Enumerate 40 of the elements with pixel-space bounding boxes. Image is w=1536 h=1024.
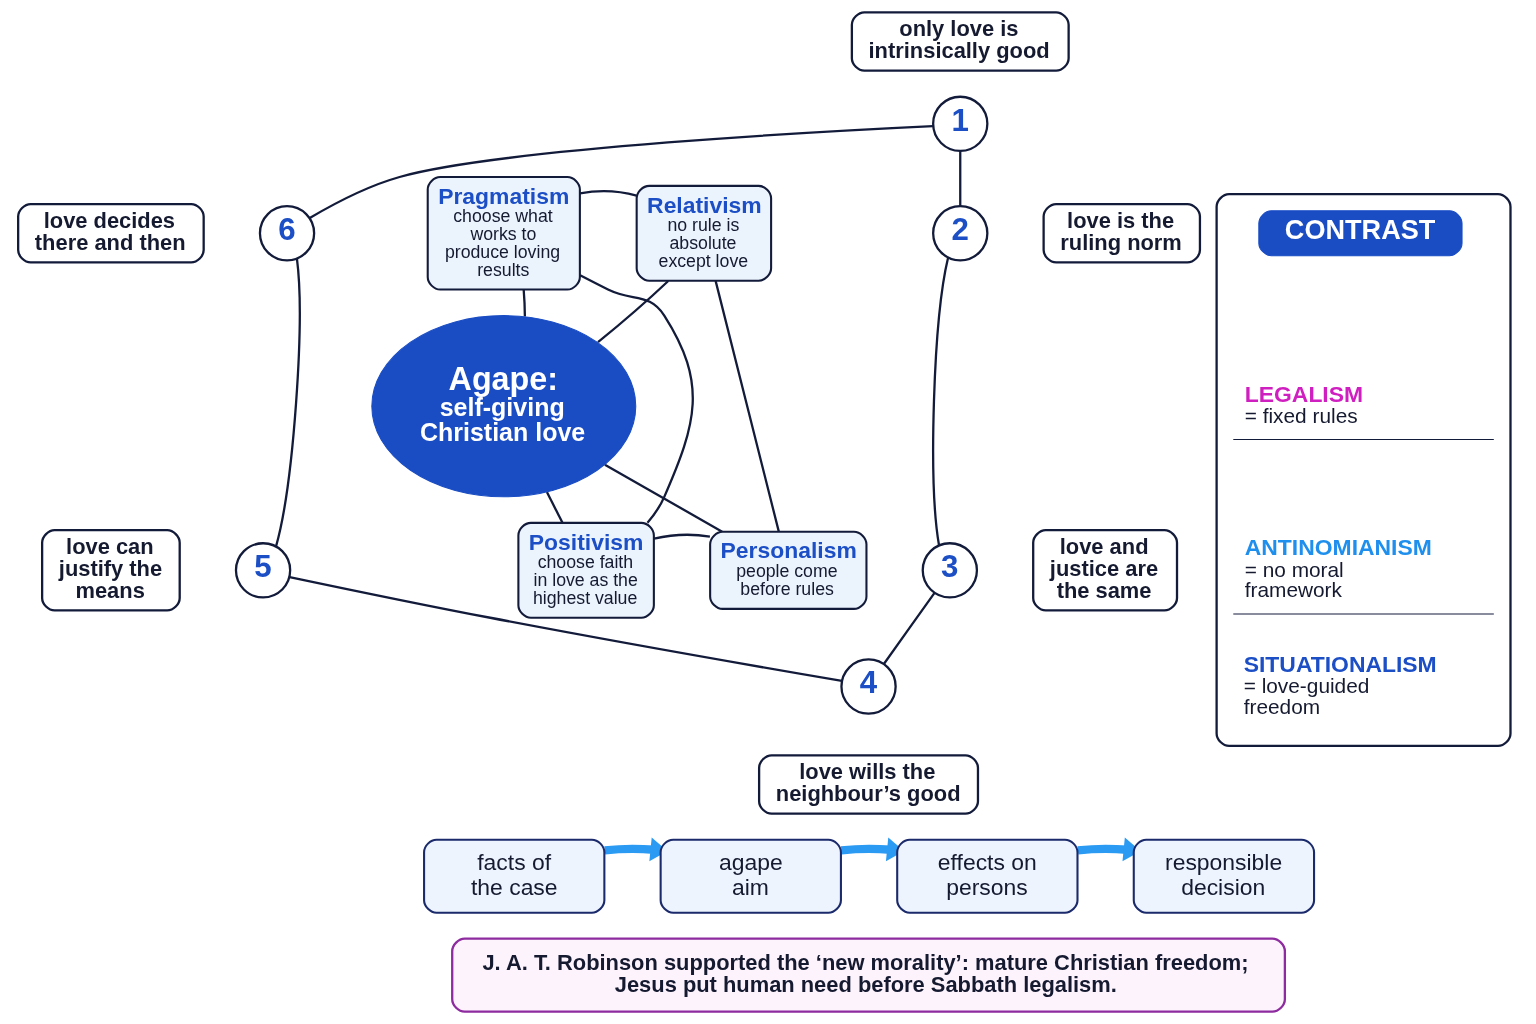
connector bbox=[653, 533, 710, 540]
node-box: Pragmatism choose what works to produce loving results bbox=[426, 175, 581, 291]
node-circle: 5 bbox=[234, 542, 291, 599]
node-circle: 1 bbox=[931, 95, 988, 153]
node-box: Relativism no rule is absolute except love bbox=[635, 184, 772, 282]
connector bbox=[958, 151, 961, 206]
node-box: Personalism people come before rules bbox=[708, 530, 867, 610]
node-box: CONTRAST bbox=[1257, 210, 1463, 257]
node-text: ANTINOMIANISM = no moral framework bbox=[1244, 534, 1432, 602]
connector bbox=[603, 463, 723, 533]
cluster bbox=[1214, 193, 1512, 748]
node-box: love is the ruling norm bbox=[1041, 202, 1201, 264]
node-box: facts of the case bbox=[422, 838, 605, 914]
node-text: SITUATIONALISM = love-guided freedom bbox=[1243, 650, 1437, 718]
node-text: LEGALISM = fixed rules bbox=[1244, 380, 1363, 427]
connector bbox=[596, 280, 669, 344]
connector bbox=[931, 257, 949, 546]
node-box: responsible decision bbox=[1132, 838, 1315, 914]
node-box: Positivism choose faith in love as the highest value bbox=[516, 521, 655, 619]
connector bbox=[579, 274, 694, 524]
node-box: only love is intrinsically good bbox=[850, 11, 1070, 72]
node-box: love decides there and then bbox=[16, 202, 205, 264]
node-box: love can justify the means bbox=[40, 529, 181, 612]
connector bbox=[579, 189, 637, 197]
node-box: J. A. T. Robinson supported the ‘new morality’: mature Christian freedom; Jesus put human need before Sabbath legalism. bbox=[450, 937, 1286, 1013]
node-ellipse: Agape: self-giving Christian love bbox=[370, 315, 636, 498]
node-box: agape aim bbox=[659, 838, 842, 914]
node-circle: 6 bbox=[258, 205, 315, 262]
node-box: love and justice are the same bbox=[1031, 529, 1178, 612]
node-box: effects on persons bbox=[895, 838, 1079, 914]
connector bbox=[308, 124, 933, 219]
connector bbox=[288, 575, 842, 683]
connector bbox=[882, 592, 935, 665]
connector bbox=[714, 280, 780, 532]
node-circle: 4 bbox=[839, 658, 897, 715]
node-box: love wills the neighbour’s good bbox=[757, 754, 979, 815]
node-circle: 2 bbox=[931, 205, 988, 262]
node-circle: 3 bbox=[921, 542, 978, 599]
connector bbox=[522, 289, 526, 317]
connector bbox=[274, 258, 301, 547]
